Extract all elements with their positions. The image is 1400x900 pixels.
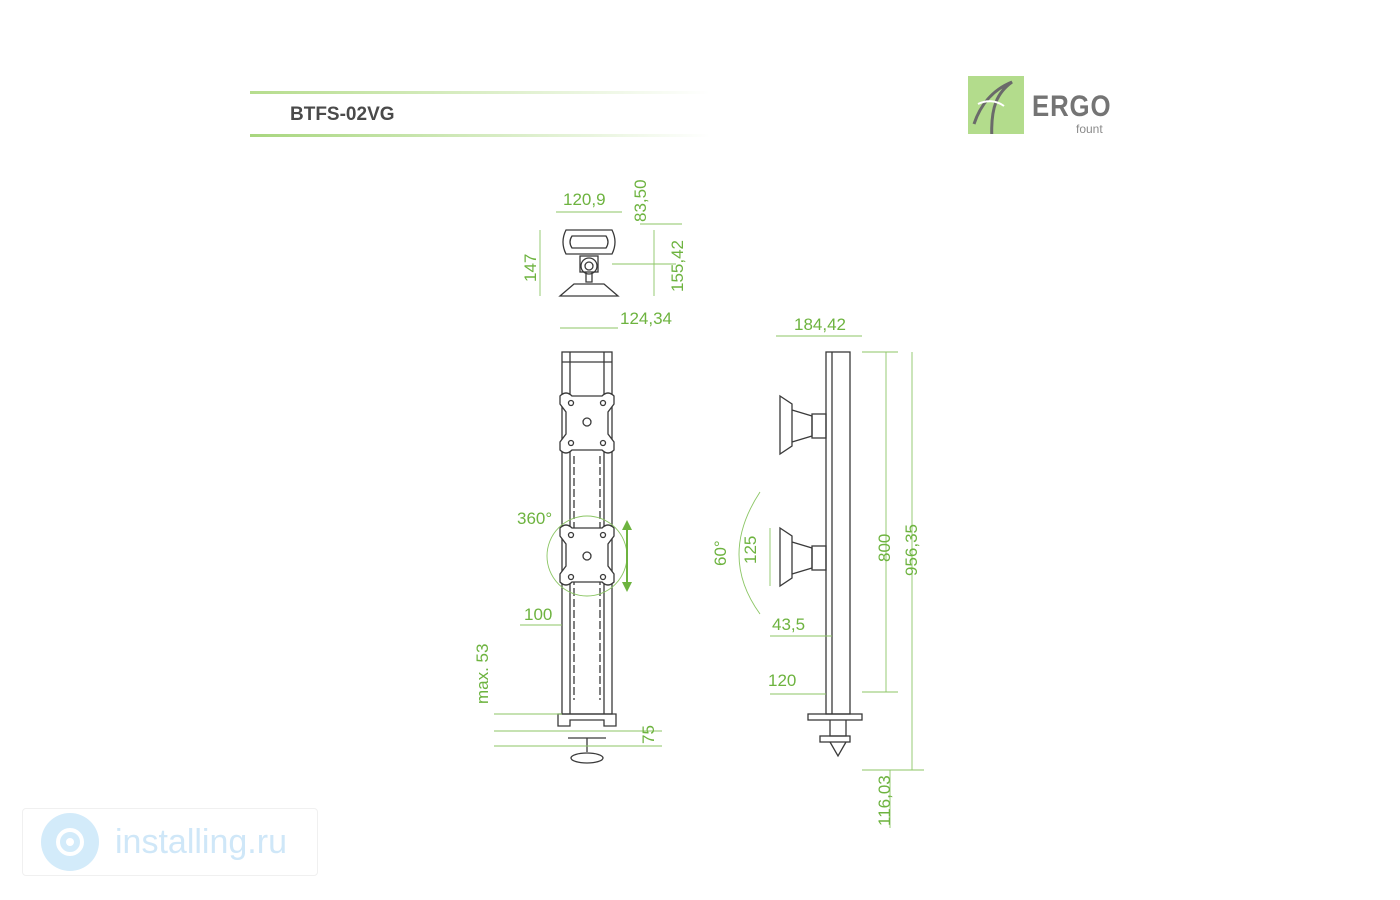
header-rule-bottom [250, 134, 710, 137]
top-view [558, 229, 620, 297]
dim-top-height: 83,50 [631, 179, 650, 222]
dim-clamp: 75 [639, 725, 658, 744]
dim-total-height: 956,35 [902, 524, 921, 576]
watermark[interactable]: installing.ru [22, 808, 318, 876]
dim-side-width: 184,42 [794, 315, 846, 334]
side-view [779, 351, 863, 758]
dimension-lines [494, 211, 924, 828]
dim-head-height: 147 [521, 254, 540, 282]
header-rule-top [250, 91, 710, 94]
brand-sub: fount [1076, 122, 1103, 136]
model-title: BTFS-02VG [290, 104, 395, 125]
logo-mark [968, 76, 1024, 141]
dim-below-desk: 116,03 [875, 775, 894, 826]
dim-base-depth: 120 [768, 671, 796, 690]
brand-logo: ERGO fount [968, 76, 1128, 146]
dim-vesa: 100 [524, 605, 552, 624]
rotation-arrows [622, 520, 632, 592]
watermark-text: installing.ru [115, 823, 287, 861]
dim-offset: 43,5 [772, 615, 805, 634]
dim-head-height-2: 155,42 [668, 240, 687, 292]
dim-tilt: 60° [711, 540, 730, 566]
dim-top-width: 120,9 [563, 190, 606, 209]
dim-base-width: 124,34 [620, 309, 672, 328]
dim-max-thickness: max. 53 [473, 644, 492, 704]
dim-pole-height: 800 [875, 534, 894, 562]
dim-rotation: 360° [517, 509, 552, 528]
dim-tilt-vesa: 125 [741, 536, 760, 564]
gear-icon [41, 813, 99, 871]
brand-name: ERGO [1032, 90, 1112, 123]
front-view [557, 351, 617, 764]
dimension-labels: 120,9 83,50 147 155,42 124,34 360° 100 m… [473, 179, 921, 826]
